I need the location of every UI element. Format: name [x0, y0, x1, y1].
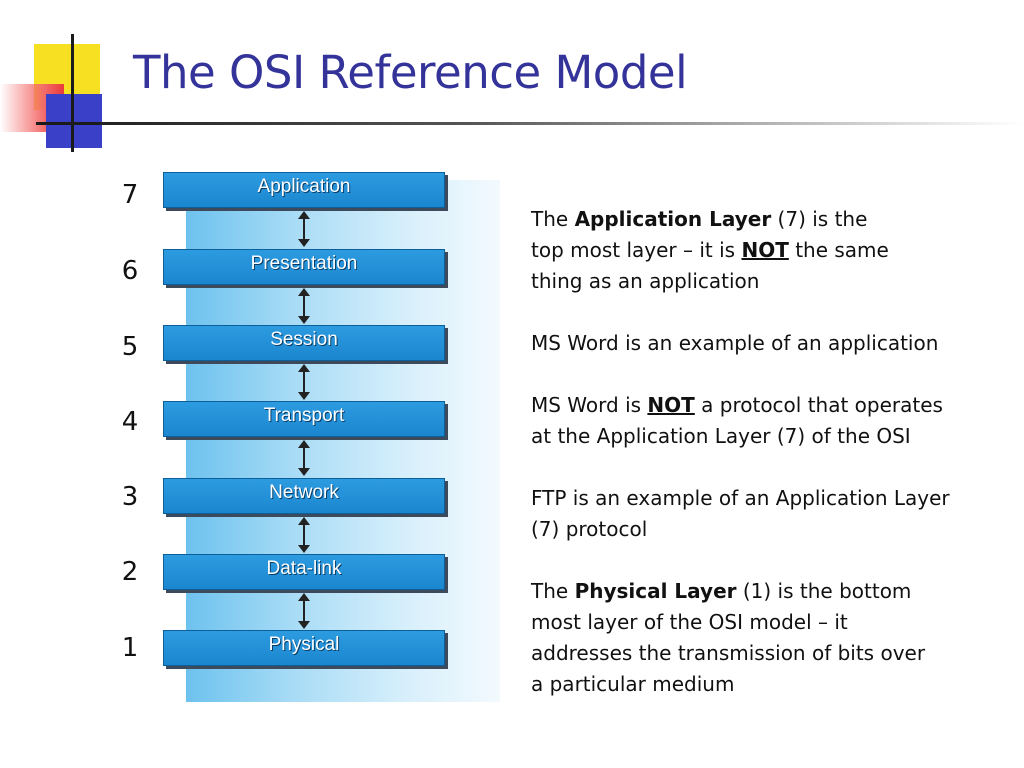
note-text: (7) is the — [771, 207, 868, 231]
note-text: at the Application Layer (7) of the OSI — [531, 424, 911, 448]
note-ms-word-not-protocol: MS Word is NOT a protocol that operates … — [531, 390, 1011, 452]
double-arrow-icon — [298, 211, 310, 247]
osi-layer-diagram: 7 Application 6 Presentation 5 Session 4… — [110, 168, 510, 708]
note-text: the same — [788, 238, 889, 262]
note-text: The — [531, 579, 575, 603]
note-text: MS Word is an example of an application — [531, 331, 939, 355]
note-text: The — [531, 207, 575, 231]
layer-box-session: Session — [163, 325, 445, 361]
layer-number: 3 — [121, 482, 139, 512]
layer-label: Presentation — [250, 253, 358, 274]
note-ftp-example: FTP is an example of an Application Laye… — [531, 483, 1011, 545]
slide-decoration — [0, 0, 140, 160]
layer-label: Data-link — [266, 558, 342, 579]
note-text: thing as an application — [531, 269, 760, 293]
layer-box-data-link: Data-link — [163, 554, 445, 590]
vertical-line-decoration — [71, 34, 74, 152]
layer-label: Network — [269, 482, 339, 503]
layer-box-application: Application — [163, 172, 445, 208]
note-emphasis: Application Layer — [574, 207, 772, 231]
title-underline-rule — [100, 122, 1024, 125]
note-emphasis: Physical Layer — [574, 579, 737, 603]
note-text: (1) is the bottom — [736, 579, 912, 603]
note-text: top most layer – it is — [531, 238, 742, 262]
note-text: FTP is an example of an Application Laye… — [531, 486, 950, 510]
layer-number: 2 — [121, 557, 139, 587]
note-emphasis-underline: NOT — [741, 238, 789, 262]
layer-number: 5 — [121, 332, 139, 362]
layer-box-network: Network — [163, 478, 445, 514]
note-text: addresses the transmission of bits over — [531, 641, 926, 665]
layer-label: Session — [270, 329, 338, 350]
layer-box-transport: Transport — [163, 401, 445, 437]
page-title: The OSI Reference Model — [133, 46, 688, 99]
layer-box-presentation: Presentation — [163, 249, 445, 285]
double-arrow-icon — [298, 593, 310, 629]
note-physical-layer: The Physical Layer (1) is the bottom mos… — [531, 576, 1011, 700]
double-arrow-icon — [298, 364, 310, 400]
note-text: a protocol that operates — [694, 393, 943, 417]
note-text: MS Word is — [531, 393, 648, 417]
double-arrow-icon — [298, 288, 310, 324]
note-application-layer: The Application Layer (7) is the top mos… — [531, 204, 1011, 297]
horizontal-line-decoration — [36, 122, 136, 125]
layer-number: 6 — [121, 256, 139, 286]
layer-label: Physical — [268, 634, 340, 655]
double-arrow-icon — [298, 517, 310, 553]
note-ms-word-example: MS Word is an example of an application — [531, 328, 1011, 359]
explanation-text: The Application Layer (7) is the top mos… — [531, 204, 1011, 731]
double-arrow-icon — [298, 440, 310, 476]
layer-number: 7 — [121, 180, 139, 210]
note-text: a particular medium — [531, 672, 735, 696]
layer-label: Transport — [263, 405, 345, 426]
layer-number: 4 — [121, 407, 139, 437]
note-text: (7) protocol — [531, 517, 648, 541]
layer-label: Application — [257, 176, 351, 197]
layer-box-physical: Physical — [163, 630, 445, 666]
note-text: most layer of the OSI model – it — [531, 610, 848, 634]
note-emphasis-underline: NOT — [647, 393, 695, 417]
blue-square-decoration — [46, 94, 102, 148]
layer-number: 1 — [121, 633, 139, 663]
